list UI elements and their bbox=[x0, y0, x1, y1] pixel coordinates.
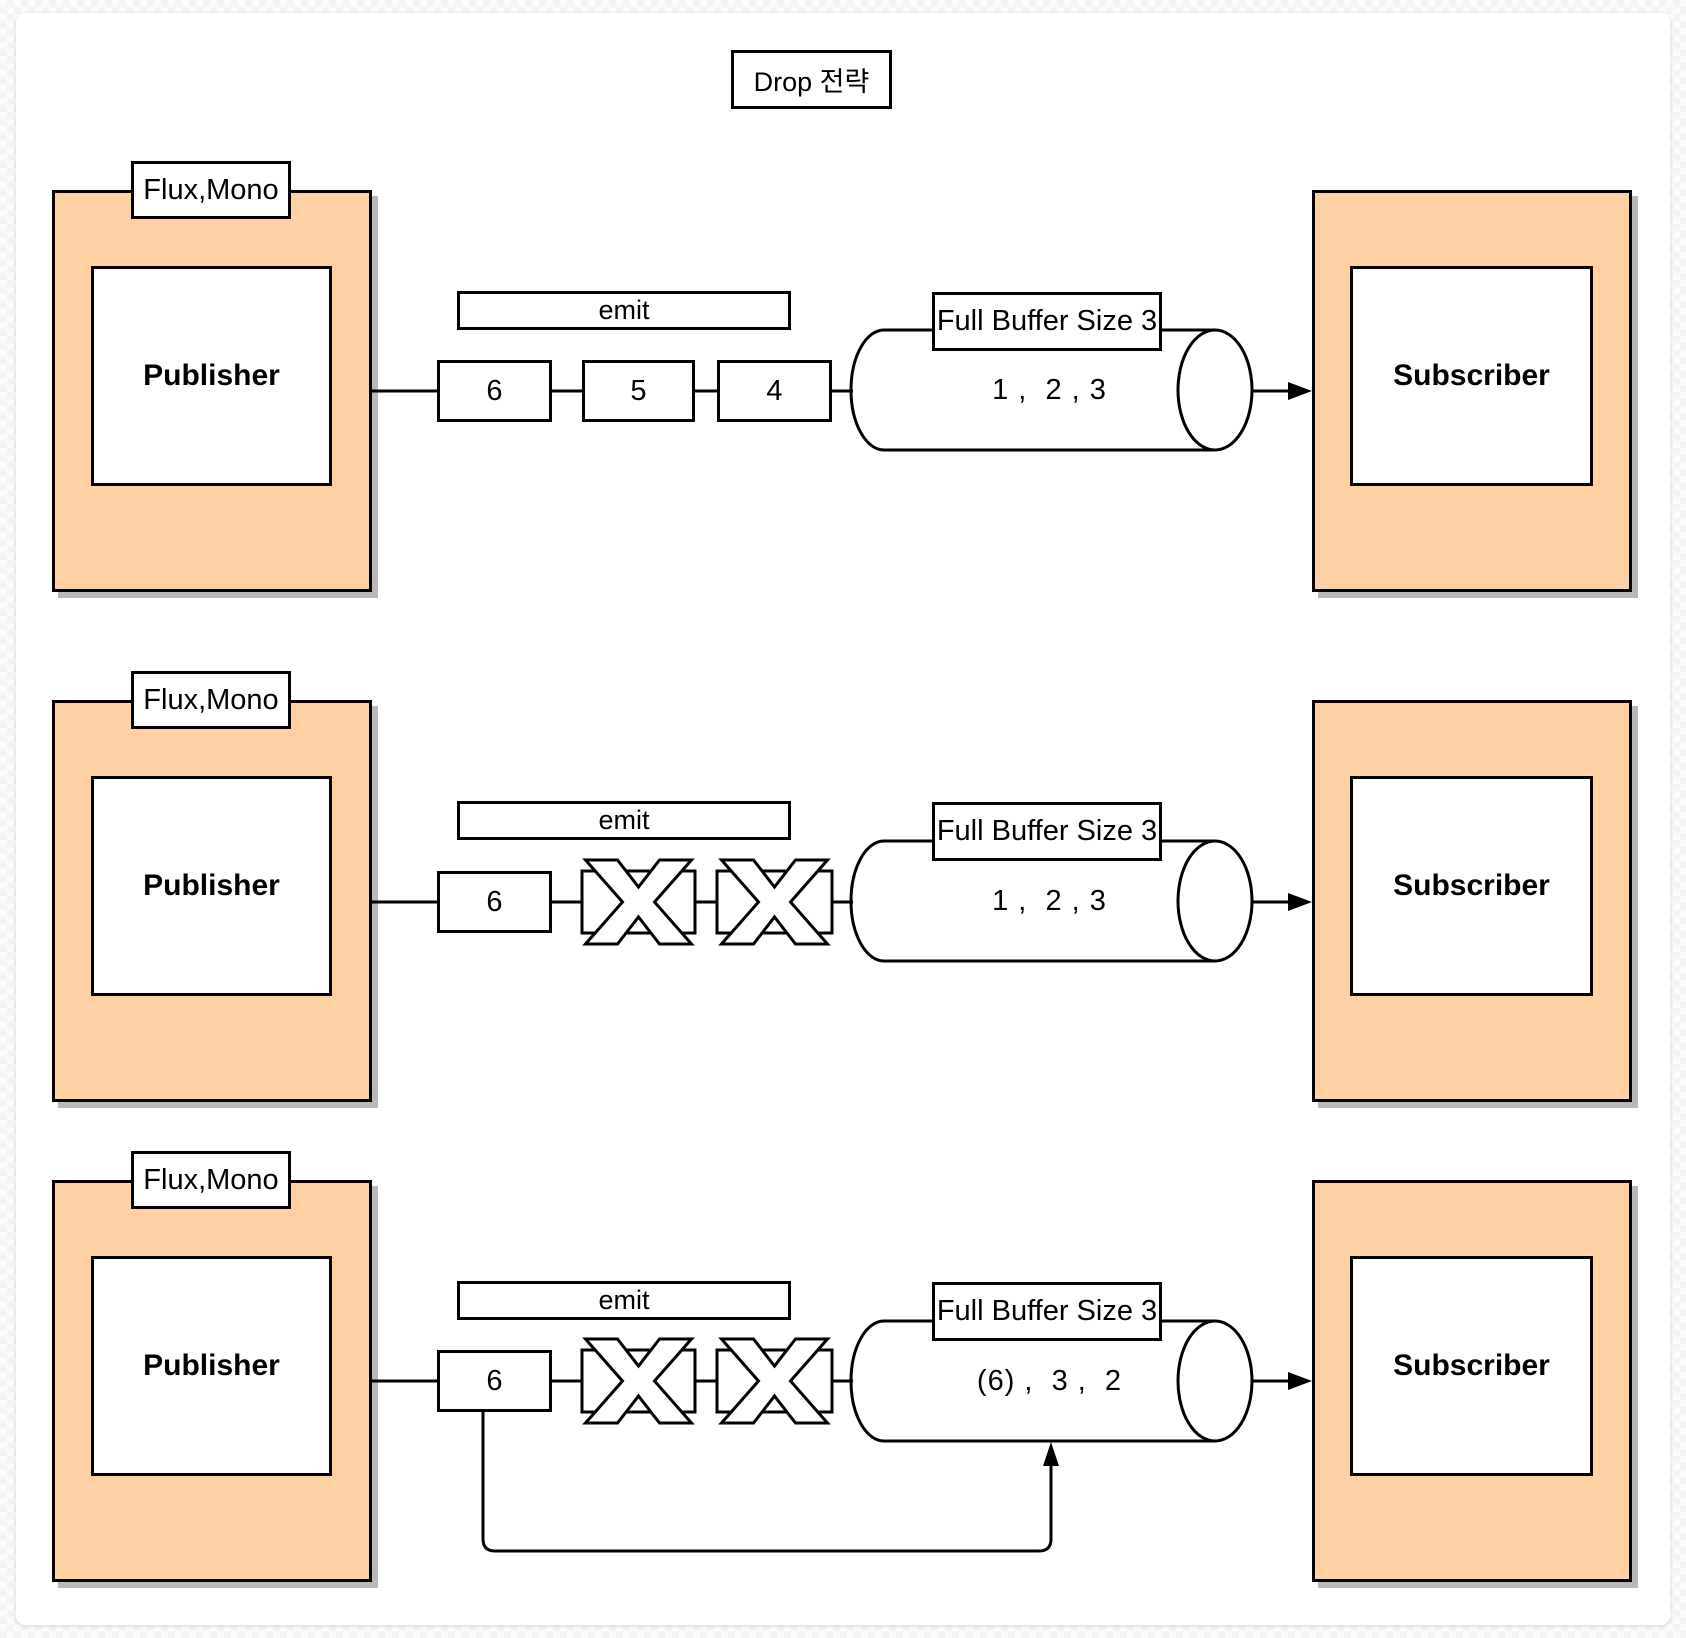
buffer-items: 1 , 2 , 3 bbox=[992, 884, 1107, 917]
subscriber-label: Subscriber bbox=[1350, 776, 1593, 996]
item-box: 5 bbox=[582, 360, 695, 422]
emit-label: emit bbox=[457, 1281, 791, 1320]
emit-label: emit bbox=[457, 291, 791, 330]
publisher-label: Publisher bbox=[91, 776, 332, 996]
buffer-items: 1 , 2 , 3 bbox=[992, 373, 1107, 406]
flux-mono-tag: Flux,Mono bbox=[131, 1151, 291, 1209]
item-box: 6 bbox=[437, 1350, 552, 1412]
flux-mono-tag: Flux,Mono bbox=[131, 161, 291, 219]
flux-mono-tag: Flux,Mono bbox=[131, 671, 291, 729]
subscriber-label: Subscriber bbox=[1350, 1256, 1593, 1476]
buffer-items: (6) , 3 , 2 bbox=[976, 1364, 1123, 1397]
publisher-label: Publisher bbox=[91, 1256, 332, 1476]
publisher-label: Publisher bbox=[91, 266, 332, 486]
item-box: 4 bbox=[717, 360, 832, 422]
emit-label: emit bbox=[457, 801, 791, 840]
item-box: 6 bbox=[437, 871, 552, 933]
item-box: 6 bbox=[437, 360, 552, 422]
diagram-title: Drop 전략 bbox=[731, 50, 892, 109]
subscriber-label: Subscriber bbox=[1350, 266, 1593, 486]
